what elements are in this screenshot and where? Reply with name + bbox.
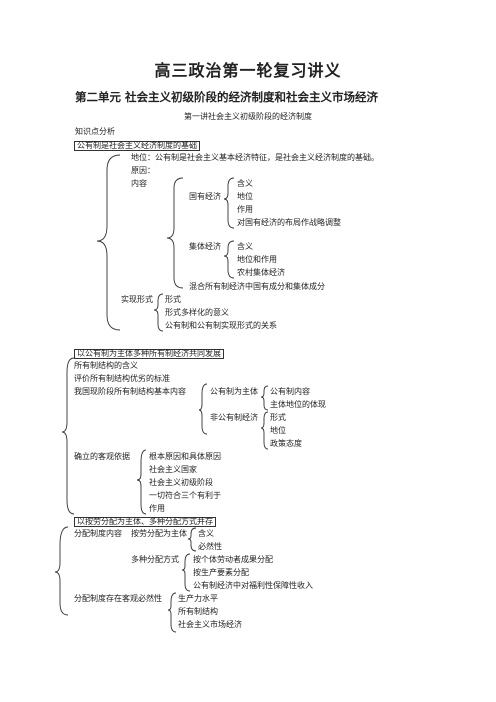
basis-item: 一切符合三个有利于	[149, 491, 221, 500]
page-title: 高三政治第一轮复习讲义	[154, 61, 342, 80]
basis-label: 确立的客观依据	[74, 452, 130, 461]
state-owned-label: 国有经济	[189, 192, 221, 201]
public-main-label: 公有制为主体	[210, 387, 258, 396]
topic2-line: 评价所有制结构优劣的标准	[74, 374, 170, 383]
topic1-content: 内容	[131, 179, 147, 188]
multi-item: 按生产要素分配	[193, 568, 249, 577]
dist-content-label: 分配制度内容	[74, 529, 122, 538]
brace-content	[166, 177, 184, 289]
topic1-box: 公有制是社会主义经济制度的基础	[74, 141, 200, 151]
multi-item: 按个体劳动者成果分配	[193, 555, 273, 564]
brace-topic3	[54, 526, 69, 616]
forms-item: 公有制和公有制实现形式的关系	[165, 321, 277, 330]
state-item: 作用	[237, 205, 253, 214]
basis-item: 社会主义国家	[149, 465, 197, 474]
basis-item: 根本原因和具体原因	[149, 452, 221, 461]
necessity-item: 社会主义市场经济	[178, 620, 242, 629]
labor-item: 必然性	[198, 542, 222, 551]
necessity-label: 分配制度存在客观必然性	[74, 594, 162, 603]
multi-item: 公有制经济中对福利性保障性收入	[193, 581, 313, 590]
forms-item: 形式多样化的意义	[165, 308, 229, 317]
mixed-ownership: 混合所有制经济中国有成分和集体成分	[189, 282, 325, 291]
brace-nonpublic	[260, 411, 269, 450]
nonpublic-item: 形式	[270, 413, 286, 422]
brace-public	[260, 385, 269, 411]
brace-topic1	[96, 154, 121, 331]
public-item: 主体地位的体现	[270, 400, 326, 409]
topic2-box: 以公有制为主体多种所有制经济共同发展	[74, 349, 224, 359]
lecture-heading: 第一讲社会主义初级阶段的经济制度	[184, 112, 312, 121]
forms-item: 形式	[165, 295, 181, 304]
brace-state	[223, 177, 235, 229]
labor-main-label: 按劳分配为主体	[131, 529, 187, 538]
nonpublic-label: 非公有制经济	[210, 413, 258, 422]
brace-multi	[181, 553, 191, 592]
forms-label: 实现形式	[121, 295, 153, 304]
necessity-item: 所有制结构	[178, 607, 218, 616]
multi-dist-label: 多种分配方式	[131, 555, 179, 564]
brace-basis	[136, 449, 147, 515]
brace-forms	[153, 293, 164, 332]
brace-labor	[187, 527, 197, 552]
brace-necessity	[167, 592, 177, 633]
collective-item: 地位和作用	[237, 255, 277, 264]
topic1-reason: 原因：	[131, 166, 155, 175]
brace-topic2	[61, 357, 75, 515]
basis-item: 社会主义初级阶段	[149, 478, 213, 487]
state-item: 对国有经济的布局作战略调整	[237, 218, 341, 227]
public-item: 公有制内容	[270, 387, 310, 396]
section-label: 知识点分析	[75, 127, 115, 136]
state-item: 地位	[237, 192, 253, 201]
unit-heading: 第二单元 社会主义初级阶段的经济制度和社会主义市场经济	[75, 90, 379, 104]
nonpublic-item: 政策态度	[270, 439, 302, 448]
collective-item: 含义	[237, 242, 253, 251]
brace-collective	[223, 240, 235, 279]
topic1-status: 地位：公有制是社会主义基本经济特征，是社会主义经济制度的基础。	[131, 153, 379, 162]
collective-label: 集体经济	[189, 242, 221, 251]
brace-structure	[198, 383, 208, 435]
topic2-line: 所有制结构的含义	[74, 361, 138, 370]
basis-item: 作用	[149, 504, 165, 513]
necessity-item: 生产力水平	[178, 594, 218, 603]
state-item: 含义	[237, 179, 253, 188]
topic3-box: 以按劳分配为主体、多种分配方式并存	[74, 517, 216, 527]
labor-item: 含义	[198, 529, 214, 538]
collective-item: 农村集体经济	[237, 268, 285, 277]
topic2-line: 我国现阶段所有制结构基本内容	[74, 387, 186, 396]
nonpublic-item: 地位	[270, 426, 286, 435]
